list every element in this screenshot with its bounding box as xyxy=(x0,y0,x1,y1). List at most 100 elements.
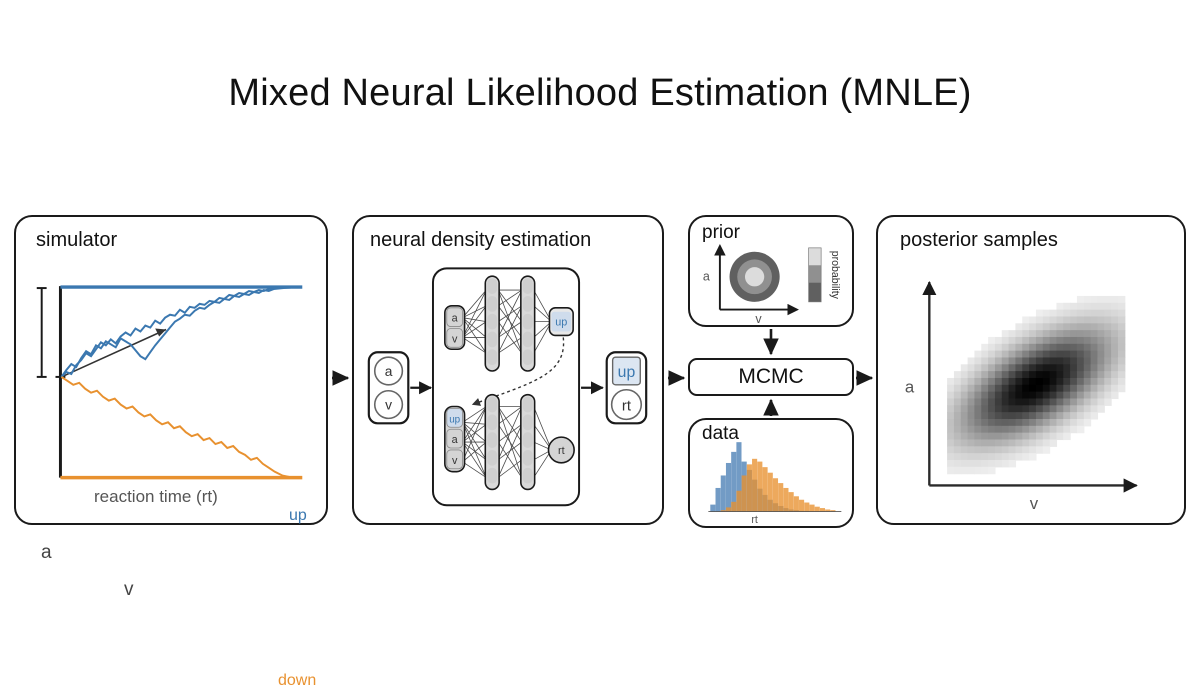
posterior-density-cell xyxy=(1104,316,1112,324)
posterior-density-cell xyxy=(1063,302,1071,311)
histogram-bar-down xyxy=(788,492,794,512)
histogram-bar-down xyxy=(720,510,726,512)
posterior-density-cell xyxy=(1083,357,1092,365)
posterior-density-cell xyxy=(1083,323,1092,331)
up-boundary-label: up xyxy=(289,507,307,524)
posterior-density-cell xyxy=(1056,405,1064,413)
posterior-density-cell xyxy=(1070,336,1078,345)
posterior-density-cell xyxy=(1056,309,1064,318)
posterior-density-cell xyxy=(1056,336,1064,345)
posterior-density-cell xyxy=(1083,336,1092,345)
posterior-density-cell xyxy=(1049,425,1058,434)
posterior-density-cell xyxy=(1104,336,1112,345)
posterior-density-cell xyxy=(974,425,982,434)
posterior-density-cell xyxy=(1049,316,1058,324)
posterior-density-cell xyxy=(981,412,989,420)
posterior-density-cell xyxy=(953,418,962,427)
posterior-density-cell xyxy=(1008,425,1017,434)
posterior-density-cell xyxy=(1104,295,1112,304)
posterior-density-cell xyxy=(1076,323,1085,331)
posterior-density-cell xyxy=(1001,371,1010,379)
posterior-density-cell xyxy=(974,439,982,447)
posterior-density-cell xyxy=(1035,398,1044,406)
posterior-density-cell xyxy=(960,446,969,454)
posterior-density-cell xyxy=(1029,323,1037,331)
posterior-density-cell xyxy=(1008,405,1017,413)
posterior-density-cell xyxy=(1111,295,1119,304)
posterior-density-cell xyxy=(1001,398,1010,406)
posterior-density-cell xyxy=(1063,384,1071,393)
posterior-density-cell xyxy=(1076,295,1085,304)
posterior-density-cell xyxy=(1104,391,1112,400)
posterior-density-cell xyxy=(1001,330,1010,338)
posterior-density-cell xyxy=(994,446,1003,454)
posterior-density-cell xyxy=(1035,350,1044,359)
posterior-density-cell xyxy=(1049,391,1058,400)
posterior-density-cell xyxy=(1056,343,1064,352)
posterior-density-cell xyxy=(1001,384,1010,393)
posterior-density-cell xyxy=(967,377,976,386)
posterior-density-cell xyxy=(967,384,976,393)
histogram-bar-down xyxy=(778,483,784,512)
posterior-density-cell xyxy=(1029,439,1037,447)
posterior-density-cell xyxy=(1070,405,1078,413)
posterior-density-cell xyxy=(1001,336,1010,345)
posterior-density-cell xyxy=(1049,439,1058,447)
posterior-density-cell xyxy=(1111,377,1119,386)
posterior-density-cell xyxy=(1070,425,1078,434)
posterior-density-cell xyxy=(1015,377,1023,386)
posterior-density-cell xyxy=(1008,330,1017,338)
posterior-density-cell xyxy=(1015,418,1023,427)
posterior-density-cell xyxy=(1090,371,1099,379)
histogram-bar-down xyxy=(809,504,815,512)
posterior-density-cell xyxy=(1117,330,1126,338)
posterior-density-cell xyxy=(988,357,996,365)
posterior-density-cell xyxy=(1083,350,1092,359)
figure-root: Mixed Neural Likelihood Estimation (MNLE… xyxy=(14,72,1186,689)
posterior-density-cell xyxy=(994,405,1003,413)
posterior-density-cell xyxy=(967,466,976,475)
posterior-density-cell xyxy=(1008,364,1017,372)
posterior-density-cell xyxy=(953,446,962,454)
posterior-density-cell xyxy=(988,446,996,454)
posterior-density-cell xyxy=(988,418,996,427)
posterior-density-cell xyxy=(1001,425,1010,434)
histogram-bar-up xyxy=(720,475,726,512)
posterior-density-cell xyxy=(1008,343,1017,352)
posterior-density-cell xyxy=(1076,364,1085,372)
posterior-density-cell xyxy=(1083,371,1092,379)
posterior-density-cell xyxy=(981,371,989,379)
posterior-density-cell xyxy=(1056,302,1064,311)
posterior-density-cell xyxy=(1022,377,1030,386)
posterior-density-cell xyxy=(1022,364,1030,372)
mcmc-box[interactable]: MCMC xyxy=(688,358,854,396)
posterior-density-cell xyxy=(1076,330,1085,338)
posterior-density-cell xyxy=(960,405,969,413)
posterior-density-cell xyxy=(960,459,969,468)
posterior-density-cell xyxy=(1001,391,1010,400)
posterior-density-cell xyxy=(1076,398,1085,406)
posterior-density-cell xyxy=(994,377,1003,386)
posterior-density-cell xyxy=(1076,343,1085,352)
posterior-density-cell xyxy=(1049,412,1058,420)
posterior-density-cell xyxy=(1090,350,1099,359)
histogram-bar-down xyxy=(725,507,732,512)
histogram-bar-up xyxy=(715,487,721,512)
posterior-density-cell xyxy=(1042,343,1051,352)
posterior-density-cell xyxy=(967,405,976,413)
posterior-density-cell xyxy=(1022,384,1030,393)
posterior-density-cell xyxy=(1117,371,1126,379)
histogram-bar-down xyxy=(731,501,737,512)
data-xlabel: rt xyxy=(751,514,758,526)
posterior-density-cell xyxy=(1029,377,1037,386)
posterior-density-cell xyxy=(1029,405,1037,413)
posterior-density-cell xyxy=(1001,439,1010,447)
posterior-density-cell xyxy=(1001,412,1010,420)
posterior-density-cell xyxy=(1035,343,1044,352)
posterior-density-cell xyxy=(1042,377,1051,386)
posterior-density-cell xyxy=(967,418,976,427)
posterior-density-cell xyxy=(947,459,955,468)
posterior-density-cell xyxy=(981,466,989,475)
posterior-density-cell xyxy=(967,432,976,441)
posterior-density-cell xyxy=(1056,377,1064,386)
